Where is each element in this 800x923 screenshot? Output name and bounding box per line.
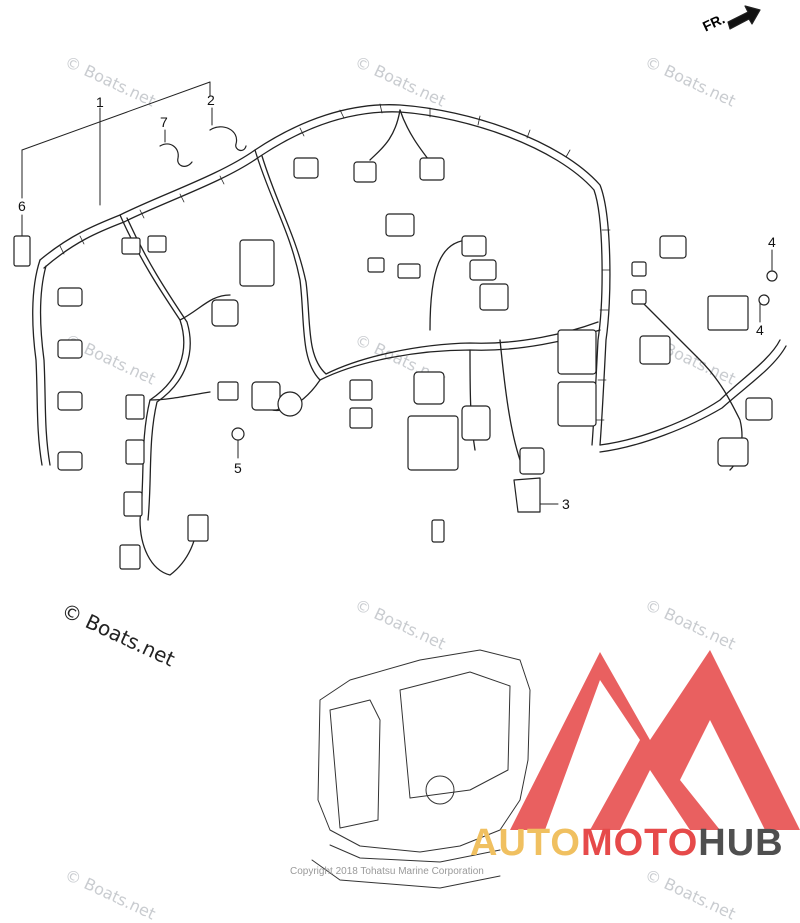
connector — [469, 259, 497, 281]
footer-copyright: Copyright 2018 Tohatsu Marine Corporatio… — [290, 866, 484, 877]
callout-2: 2 — [207, 92, 215, 108]
harness-hatching — [59, 103, 611, 421]
brand-part-hub: HUB — [698, 822, 784, 864]
connector — [367, 257, 385, 273]
coil-connector — [57, 451, 83, 471]
sensor-connector — [251, 381, 281, 411]
connector — [745, 397, 773, 421]
cap-cover — [513, 477, 541, 513]
connector — [519, 447, 545, 475]
callout-4-top: 4 — [768, 234, 776, 250]
clip-parts — [159, 126, 247, 167]
bracket — [707, 295, 749, 331]
bolt — [766, 270, 778, 282]
connectors — [13, 157, 778, 570]
connector — [717, 437, 749, 467]
connector — [479, 283, 509, 311]
connector — [397, 263, 421, 279]
callout-1: 1 — [96, 94, 104, 110]
connector — [639, 335, 671, 365]
front-direction-arrow-icon — [727, 5, 761, 30]
engine-thumbnail — [311, 649, 531, 889]
coil-connector — [57, 339, 83, 359]
large-connector — [239, 239, 275, 287]
brand-wordmark: AUTOMOTOHUB — [470, 822, 784, 865]
coil-connector — [57, 287, 83, 307]
connector — [119, 544, 141, 570]
connector — [121, 237, 141, 255]
bolt — [758, 294, 770, 306]
connector — [123, 491, 143, 517]
brand-part-moto: MOTO — [580, 822, 699, 864]
relay-box — [557, 381, 597, 427]
connector — [413, 371, 445, 405]
connector — [211, 299, 239, 327]
relay-box — [557, 329, 597, 375]
plug — [431, 519, 445, 543]
brand-part-auto: AUTO — [470, 822, 581, 864]
connector — [125, 394, 145, 420]
callout-3: 3 — [562, 496, 570, 512]
connector — [293, 157, 319, 179]
grommet — [231, 427, 245, 441]
connector — [419, 157, 445, 181]
ecu-connector — [407, 415, 459, 471]
callout-7: 7 — [160, 114, 168, 130]
connector — [349, 407, 373, 429]
connector — [659, 235, 687, 259]
connector — [147, 235, 167, 253]
callout-4-bottom: 4 — [756, 322, 764, 338]
connector — [461, 235, 487, 257]
connector — [187, 514, 209, 542]
callout-5: 5 — [234, 460, 242, 476]
sensor — [277, 391, 303, 417]
connector — [217, 381, 239, 401]
clamp — [13, 235, 31, 267]
connector — [385, 213, 415, 237]
callout-6: 6 — [18, 198, 26, 214]
connector — [631, 261, 647, 277]
brand-logo-icon — [510, 650, 800, 830]
coil-connector — [57, 391, 83, 411]
callout-leaders — [21, 81, 773, 505]
wire-harness — [32, 104, 787, 576]
connector — [353, 161, 377, 183]
connector — [631, 289, 647, 305]
connector — [349, 379, 373, 401]
connector — [461, 405, 491, 441]
connector — [125, 439, 145, 465]
